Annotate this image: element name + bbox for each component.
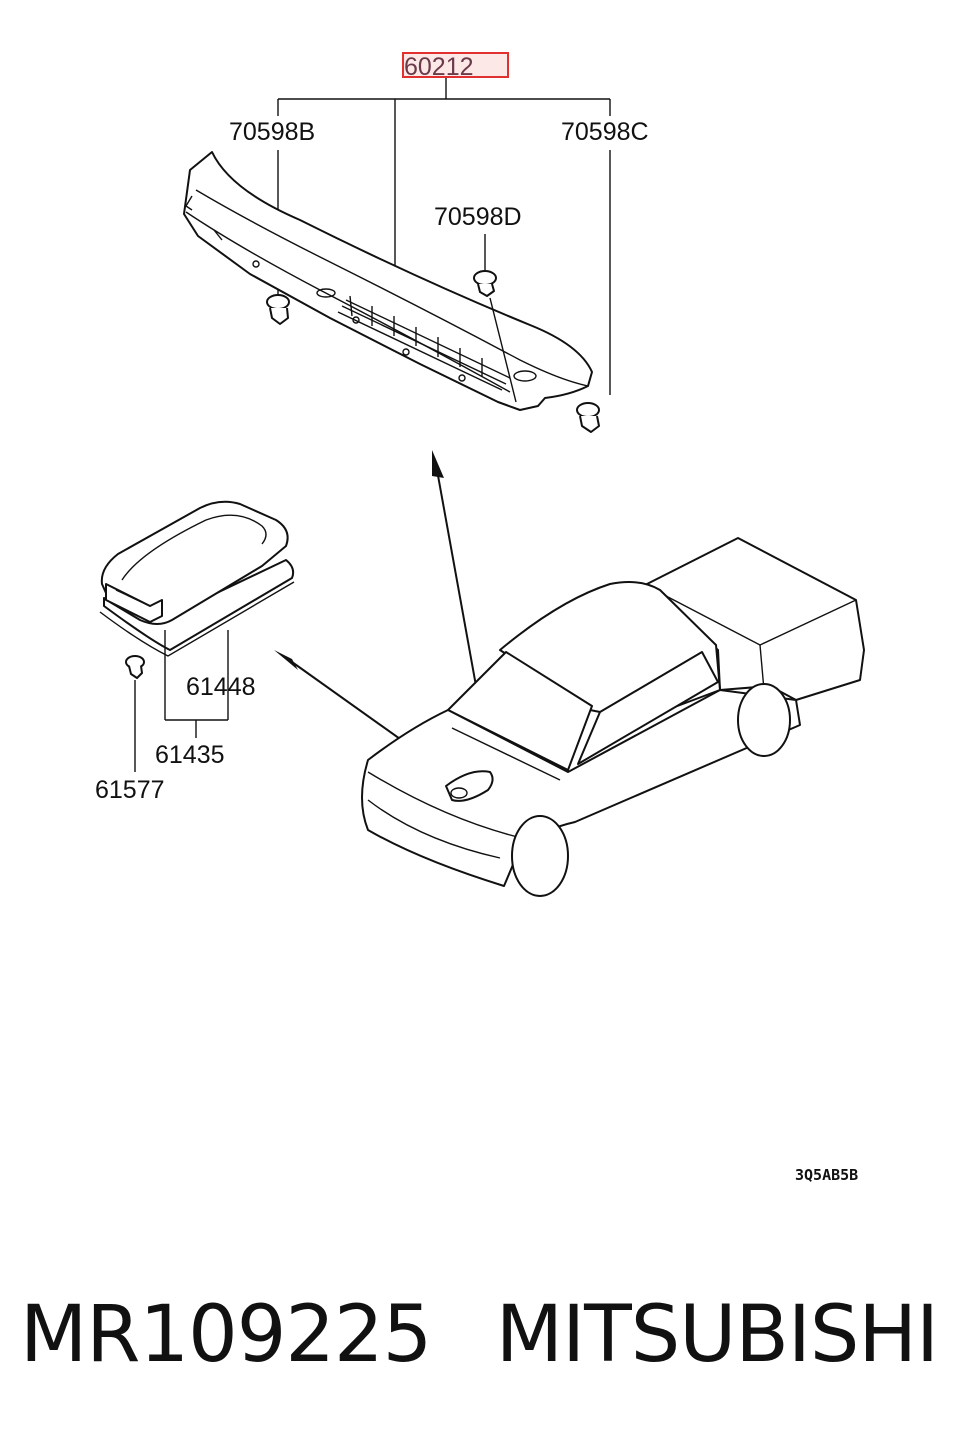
clip-70598c-drawing bbox=[576, 402, 600, 433]
clip-61577-drawing bbox=[125, 655, 145, 772]
highlight-box bbox=[402, 52, 509, 78]
callout-60212[interactable]: 60212 bbox=[404, 53, 474, 81]
clip-70598d-drawing bbox=[473, 234, 517, 403]
callout-bracket-61435 bbox=[164, 630, 229, 738]
callout-61448[interactable]: 61448 bbox=[186, 673, 256, 701]
hood-scoop-drawing bbox=[99, 500, 295, 657]
cowl-top-panel-drawing bbox=[183, 151, 593, 411]
clip-70598b-drawing bbox=[266, 294, 290, 325]
arrow-to-cowl bbox=[432, 450, 481, 709]
cowl-grille bbox=[337, 295, 511, 391]
truck-drawing bbox=[361, 537, 865, 897]
brand-name: MITSUBISHI bbox=[495, 1290, 939, 1380]
callout-70598b[interactable]: 70598B bbox=[229, 118, 315, 146]
callout-70598c[interactable]: 70598C bbox=[561, 118, 649, 146]
callout-61435[interactable]: 61435 bbox=[155, 741, 225, 769]
footer: MR109225 MITSUBISHI bbox=[0, 1290, 960, 1390]
diagram-code: 3Q5AB5B bbox=[795, 1166, 858, 1184]
callout-61577[interactable]: 61577 bbox=[95, 776, 165, 804]
part-number: MR109225 bbox=[20, 1290, 432, 1380]
callout-70598d[interactable]: 70598D bbox=[434, 203, 522, 231]
